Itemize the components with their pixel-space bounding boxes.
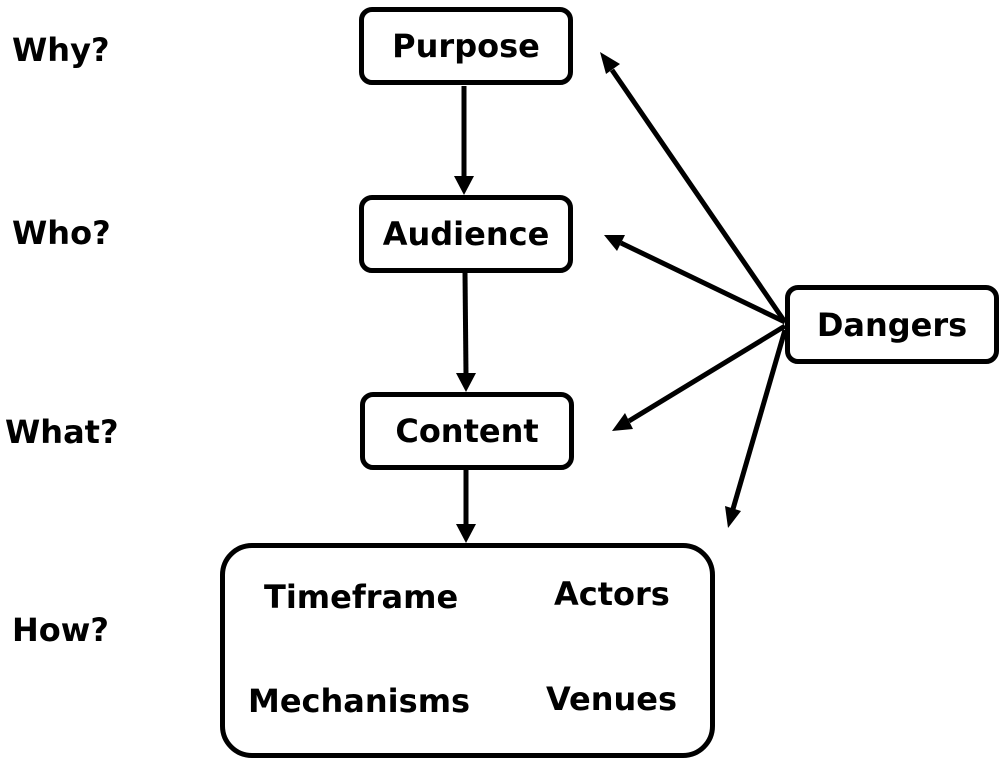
content-box: Content: [360, 392, 574, 470]
audience-box: Audience: [359, 195, 573, 273]
arrowhead-dangers-audience: [604, 235, 625, 251]
how-label: How?: [12, 611, 109, 649]
dangers-box: Dangers: [785, 285, 999, 364]
arrow-audience-to-content: [462, 271, 469, 376]
arrow-dangers-to-purpose: [609, 68, 788, 324]
arrow-dangers-to-content: [627, 323, 787, 424]
why-label: Why?: [12, 31, 110, 69]
arrowhead-dangers-content: [612, 413, 633, 431]
arrow-dangers-to-audience: [619, 240, 787, 325]
arrowhead-audience: [454, 176, 474, 195]
mechanisms-label: Mechanisms: [248, 682, 471, 720]
what-label: What?: [5, 413, 119, 451]
arrow-dangers-to-how: [730, 329, 788, 510]
venues-label: Venues: [546, 680, 678, 718]
arrowhead-dangers-how: [725, 506, 741, 528]
arrowhead-content: [456, 373, 476, 392]
actors-label: Actors: [554, 575, 670, 613]
arrowhead-dangers-purpose: [600, 52, 620, 74]
how-box: [220, 543, 715, 758]
arrowhead-how: [456, 524, 476, 543]
who-label: Who?: [12, 214, 111, 252]
timeframe-label: Timeframe: [264, 578, 459, 616]
purpose-box: Purpose: [359, 7, 573, 85]
